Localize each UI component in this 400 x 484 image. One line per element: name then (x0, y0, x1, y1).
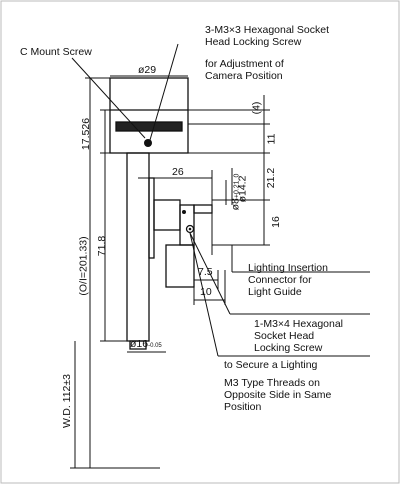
m3x4-screw-icon (185, 224, 195, 234)
dim-26-label: 26 (172, 166, 184, 178)
m3-threads-label-3: Position (224, 401, 262, 413)
lighting-connector (193, 204, 213, 214)
secure-label: to Secure a Lighting (224, 359, 318, 371)
c-mount-screw-label: C Mount Screw (20, 46, 92, 58)
dimension-lines (70, 75, 270, 469)
dim-718-label: 71.8 (96, 235, 109, 257)
hex-socket-label-2: Head Locking Screw (205, 36, 302, 48)
m3-threads-label-2: Opposite Side in Same (224, 389, 332, 401)
adjust-label-2: Camera Position (205, 70, 283, 82)
lower-tube (165, 244, 195, 288)
leader-lines (71, 43, 370, 357)
m3x4-screw-center (188, 227, 192, 231)
m3x4-label-1: 1-M3×4 Hexagonal (254, 318, 344, 330)
c-mount-flange (115, 121, 183, 132)
barrel (126, 152, 150, 342)
nose (129, 340, 147, 350)
m3x4-label-3: Locking Screw (254, 342, 323, 354)
side-block (153, 199, 181, 231)
leader-hex-socket (149, 43, 179, 141)
dim-17526-label: 17.526 (80, 117, 93, 151)
dim-8-value: ø8 (229, 198, 242, 211)
dim-8-tol-lower: 0 (233, 173, 241, 178)
dim-d29-label: ø29 (138, 64, 157, 76)
dim-d16-value: ø16 (130, 338, 149, 350)
c-mount-screw-icon (144, 139, 152, 147)
lighting-insertion-label-3: Light Guide (248, 286, 302, 298)
lens-body (109, 77, 213, 350)
leader-c-mount (71, 57, 146, 139)
dim-oi-label: (O/I=201.33) (77, 236, 90, 296)
dim-8-label: ø8+0.21 0 (229, 174, 243, 211)
dim-8-tol-upper: +0.21 (233, 180, 241, 199)
dim-d16-label: ø16-0.05 (130, 338, 162, 352)
hex-socket-label-1: 3-M3×3 Hexagonal Socket (205, 24, 330, 36)
dim-212-label: 21.2 (265, 167, 278, 189)
m3x4-label-2: Socket Head (254, 330, 315, 342)
dim-10-label: 10 (200, 286, 212, 298)
dim-75-label: 7.5 (198, 266, 213, 278)
barrel-ring (148, 177, 155, 259)
lighting-insertion-label-2: Connector for (248, 274, 312, 286)
hex-socket-screw-icon (182, 210, 186, 214)
lighting-insertion-label-1: Lighting Insertion (248, 262, 328, 274)
dim-d16-tol: -0.05 (148, 343, 162, 349)
m3-threads-label-1: M3 Type Threads on (224, 377, 320, 389)
dim-wd-label: W.D. 112±3 (61, 373, 74, 429)
side-block-inner (179, 204, 195, 246)
adjust-label-1: for Adjustment of (205, 58, 284, 70)
dim-11-label: 11 (265, 133, 278, 145)
dim-16-label: 16 (269, 216, 282, 228)
dim-4-label: (4) (250, 101, 263, 115)
